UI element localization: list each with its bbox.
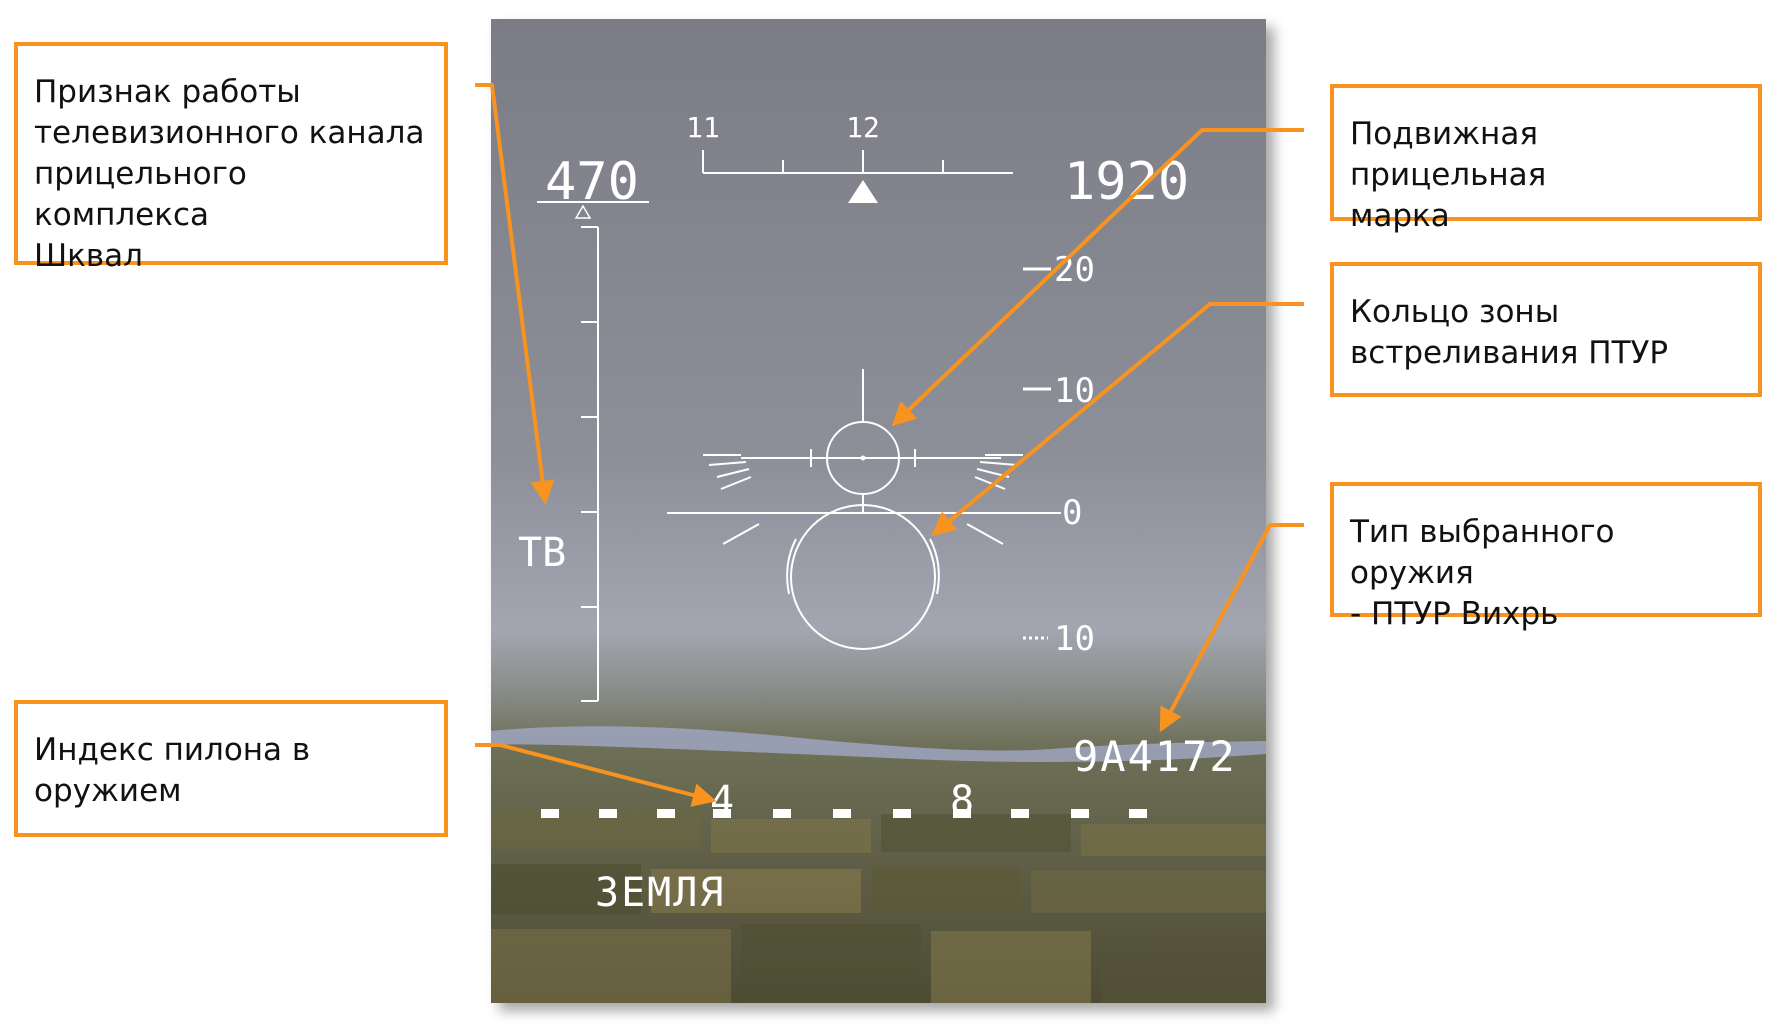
tv-mode-indicator: ТВ	[518, 530, 566, 576]
pylon-index-right: 8	[950, 778, 974, 824]
callout-weapon-line-2: - ПТУР Вихрь	[1350, 596, 1559, 632]
callout-tv-channel: Признак работы телевизионного канала при…	[14, 42, 448, 274]
callout-weapon-type: Тип выбранного оружия - ПТУР Вихрь	[1330, 482, 1762, 632]
pitch-label-20: 20	[1054, 250, 1095, 290]
callout-launch-ring: Кольцо зоны встреливания ПТУР	[1330, 262, 1762, 397]
hud-svg: 11 12 470 1920 ТВ 20 10 0 10	[491, 19, 1266, 1003]
hud-display: 11 12 470 1920 ТВ 20 10 0 10	[491, 19, 1266, 1003]
callout-pylon-line-2: оружием	[34, 773, 182, 809]
callout-weapon-line-1: Тип выбранного оружия	[1350, 514, 1615, 591]
callout-ring-line-1: Кольцо зоны	[1350, 294, 1560, 330]
weapon-code: 9А4172	[1073, 732, 1237, 781]
pitch-label-0: 0	[1062, 493, 1082, 533]
callout-ring-line-2: встреливания ПТУР	[1350, 335, 1669, 371]
river	[491, 726, 1266, 763]
callout-tv-line-3: прицельного комплекса	[34, 156, 247, 233]
vertical-scale	[581, 226, 599, 702]
pitch-label-neg10: 10	[1054, 619, 1095, 659]
callout-tv-line-4: Шквал	[34, 238, 143, 274]
ground-mode-label: ЗЕМЛЯ	[595, 870, 725, 916]
speed-marker-icon	[574, 204, 592, 219]
pitch-label-10: 10	[1054, 371, 1095, 411]
altitude-readout: 1920	[1064, 152, 1189, 212]
callout-tv-line-1: Признак работы	[34, 74, 301, 110]
callout-pylon-line-1: Индекс пилона в	[34, 732, 311, 768]
pylon-index-left: 4	[710, 778, 734, 824]
callout-tv-line-2: телевизионного канала	[34, 115, 425, 151]
pylon-row	[541, 809, 1147, 818]
callout-aiming-mark: Подвижная прицельная марка	[1330, 84, 1762, 234]
callout-pylon-index: Индекс пилона в оружием	[14, 700, 448, 837]
heading-label-11: 11	[686, 111, 720, 144]
heading-index-triangle	[848, 180, 878, 203]
heading-label-12: 12	[846, 111, 880, 144]
callout-aiming-line-2: марка	[1350, 198, 1450, 234]
callout-aiming-line-1: Подвижная прицельная	[1350, 116, 1547, 193]
